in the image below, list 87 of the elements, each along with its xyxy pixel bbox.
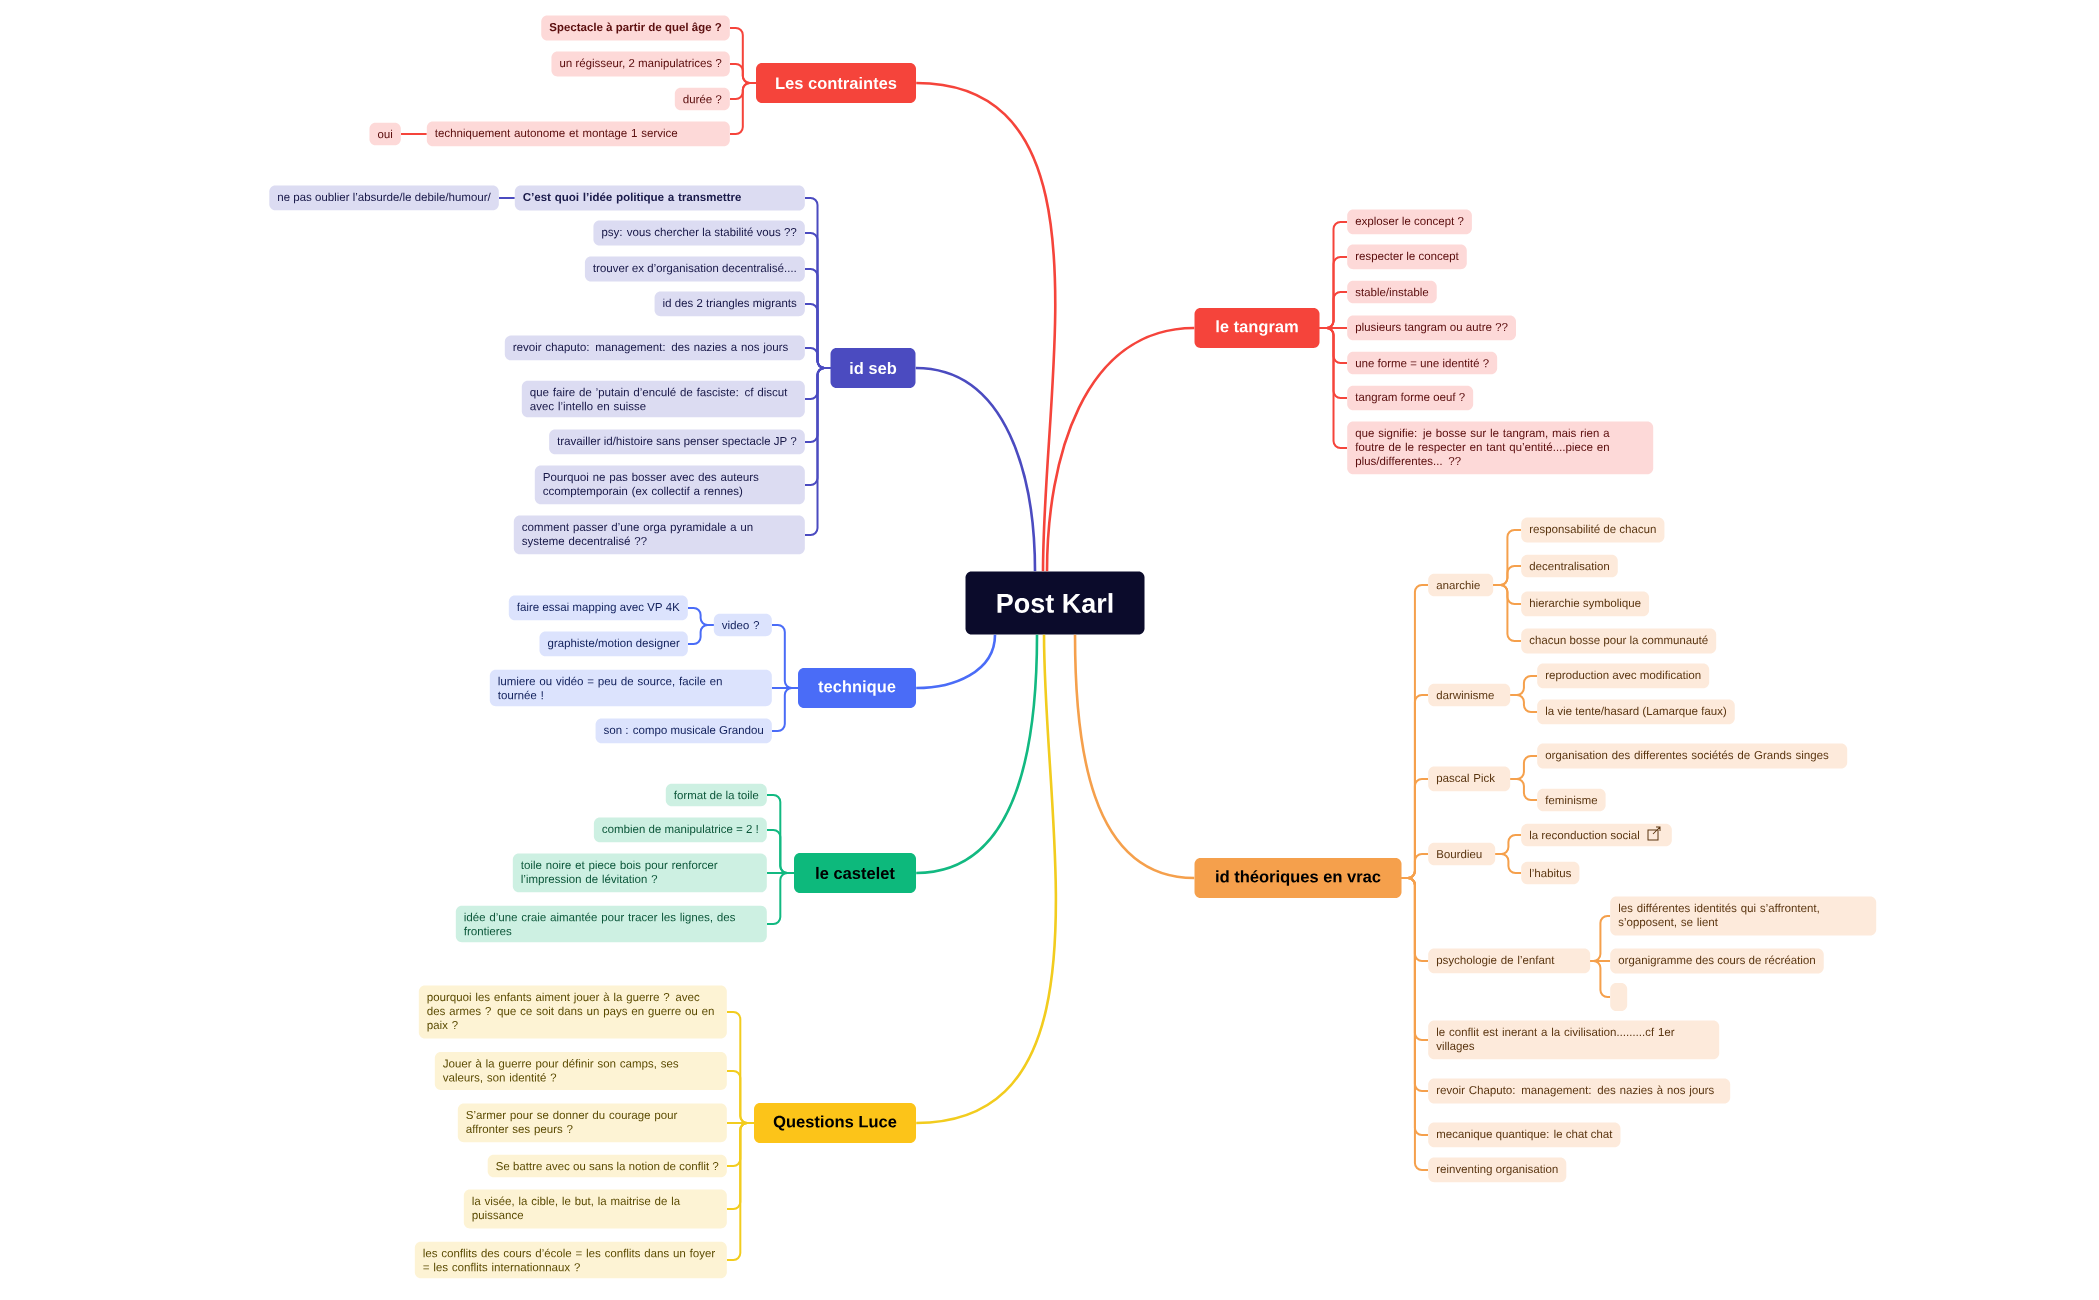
branch-line xyxy=(915,366,1037,572)
subtopic-box: la vie tente/hasard (Lamarque faux) xyxy=(1537,699,1735,725)
branch-line xyxy=(1073,634,1195,880)
subtopic-box: reinventing organisation xyxy=(1428,1157,1567,1183)
subtopic-box: psychologie de l’enfant xyxy=(1428,948,1591,974)
subtopic-box: l’habitus xyxy=(1521,861,1580,885)
subtopic-box: comment passer d’une orga pyramidale a un systeme decentralisé ?? xyxy=(513,515,805,555)
subtopic-box: revoir chaputo: management: des nazies a nos jours xyxy=(504,335,805,361)
subtopic-box: Spectacle à partir de quel âge ? xyxy=(541,15,730,41)
subtopic-box: responsabilité de chacun xyxy=(1521,517,1665,543)
subtopic-box: durée ? xyxy=(674,87,730,111)
subtopic-box: plusieurs tangram ou autre ?? xyxy=(1347,315,1516,341)
branch-line xyxy=(498,197,516,199)
branch-line xyxy=(726,1122,755,1261)
subtopic-box: oui xyxy=(369,122,401,146)
subtopic-box: techniquement autonome et montage 1 service xyxy=(426,121,730,147)
subtopic-box: la visée, la cible, le but, la maitrise de la puissance xyxy=(463,1189,727,1229)
subtopic-box: la reconduction social xyxy=(1521,823,1672,847)
subtopic-box: idée d’une craie aimantée pour tracer les lignes, des frontieres xyxy=(455,905,767,943)
subtopic-box: organigramme des cours de récréation xyxy=(1610,948,1824,974)
branch-line xyxy=(916,634,1039,875)
subtopic-box: C’est quoi l’idée politique a transmettre xyxy=(514,185,805,211)
branch-line xyxy=(1589,960,1611,998)
subtopic-box: exploser le concept ? xyxy=(1347,209,1472,235)
subtopic-box: darwinisme xyxy=(1428,683,1511,707)
central-topic-box: Post Karl xyxy=(965,571,1145,635)
branch-line xyxy=(400,133,428,135)
subtopic-box: toile noire et piece bois pour renforcer l’impression de lévitation ? xyxy=(512,853,767,893)
subtopic-box: chacun bosse pour la communauté xyxy=(1521,628,1717,654)
branch-line xyxy=(1492,584,1522,642)
subtopic-box: Bourdieu xyxy=(1428,842,1496,866)
subtopic-box: Se battre avec ou sans la notion de conflit ? xyxy=(487,1154,727,1178)
subtopic-box: lumiere ou vidéo = peu de source, facile en tournée ! xyxy=(489,669,772,707)
subtopic-box: decentralisation xyxy=(1521,554,1618,578)
subtopic-box: pascal Pick xyxy=(1428,766,1511,792)
subtopic-box: ne pas oublier l’absurde/le debile/humour/ xyxy=(269,185,499,211)
subtopic-box: mecanique quantique: le chat chat xyxy=(1428,1122,1621,1148)
branch-line xyxy=(687,624,715,645)
branch-line xyxy=(916,81,1057,572)
subtopic-box: feminisme xyxy=(1537,788,1606,812)
branch-line xyxy=(1509,778,1538,801)
branch-line xyxy=(1509,694,1538,713)
subtopic-box: stable/instable xyxy=(1347,280,1437,304)
subtopic-box: hierarchie symbolique xyxy=(1521,591,1650,617)
topic-box: id seb xyxy=(830,348,916,388)
subtopic-box: id des 2 triangles migrants xyxy=(654,291,805,317)
subtopic-box: pourquoi les enfants aiment jouer à la guerre ? avec des armes ? que ce soit dans un pays en guerre ou en paix ? xyxy=(418,985,727,1039)
subtopic-box: Pourquoi ne pas bosser avec des auteurs ccomptemporain (ex collectif a rennes) xyxy=(534,465,805,505)
topic-box: technique xyxy=(798,668,916,708)
topic-box: id théoriques en vrac xyxy=(1194,858,1402,898)
subtopic-box: organisation des differentes sociétés de Grands singes xyxy=(1537,743,1848,769)
empty-box xyxy=(1610,983,1628,1011)
subtopic-box: combien de manipulatrice = 2 ! xyxy=(593,817,767,843)
subtopic-box: faire essai mapping avec VP 4K xyxy=(508,595,688,621)
subtopic-box: que signifie: je bosse sur le tangram, mais rien a foutre de le respecter en tant qu’entité....piece en plus/differentes... ?? xyxy=(1347,421,1654,475)
branch-line xyxy=(1045,326,1195,572)
branch-line xyxy=(916,634,997,690)
branch-line xyxy=(916,634,1058,1125)
branch-line xyxy=(766,872,795,925)
subtopic-box: une forme = une identité ? xyxy=(1347,351,1498,375)
subtopic-box: reproduction avec modification xyxy=(1537,663,1710,689)
topic-box: Les contraintes xyxy=(756,63,916,103)
topic-box: le tangram xyxy=(1194,308,1320,348)
subtopic-box: format de la toile xyxy=(665,783,767,807)
subtopic-box: psy: vous chercher la stabilité vous ?? xyxy=(593,220,805,246)
topic-box: Questions Luce xyxy=(754,1103,916,1143)
subtopic-box: graphiste/motion designer xyxy=(539,631,688,657)
subtopic-box: tangram forme oeuf ? xyxy=(1347,385,1474,411)
subtopic-box: trouver ex d’organisation decentralisé.... xyxy=(584,256,805,282)
subtopic-box: les conflits des cours d’école = les conflits dans un foyer = les conflits internationnaux ? xyxy=(414,1241,727,1279)
branch-line xyxy=(1494,853,1522,874)
subtopic-box: travailler id/histoire sans penser spectacle JP ? xyxy=(549,429,805,455)
subtopic-box: son : compo musicale Grandou xyxy=(595,718,772,744)
subtopic-box: revoir Chaputo: management: des nazies à nos jours xyxy=(1428,1078,1731,1104)
topic-box: le castelet xyxy=(794,853,916,893)
subtopic-box: anarchie xyxy=(1428,573,1494,597)
subtopic-box: S’armer pour se donner du courage pour affronter ses peurs ? xyxy=(457,1103,727,1143)
subtopic-box: video ? xyxy=(713,613,772,637)
subtopic-box: Jouer à la guerre pour définir son camps, ses valeurs, son identité ? xyxy=(434,1052,727,1090)
subtopic-box: respecter le concept xyxy=(1347,244,1467,270)
branch-line xyxy=(729,82,757,135)
branch-line xyxy=(771,687,799,732)
subtopic-box: le conflit est inerant a la civilisation.........cf 1er villages xyxy=(1428,1020,1720,1060)
subtopic-box: un régisseur, 2 manipulatrices ? xyxy=(551,51,730,77)
subtopic-box: que faire de ’putain d’enculé de fasciste: cf discut avec l’intello en suisse xyxy=(521,380,805,418)
branch-line xyxy=(1318,327,1348,449)
subtopic-box: les différentes identités qui s’affrontent, s’opposent, se lient xyxy=(1610,896,1877,936)
